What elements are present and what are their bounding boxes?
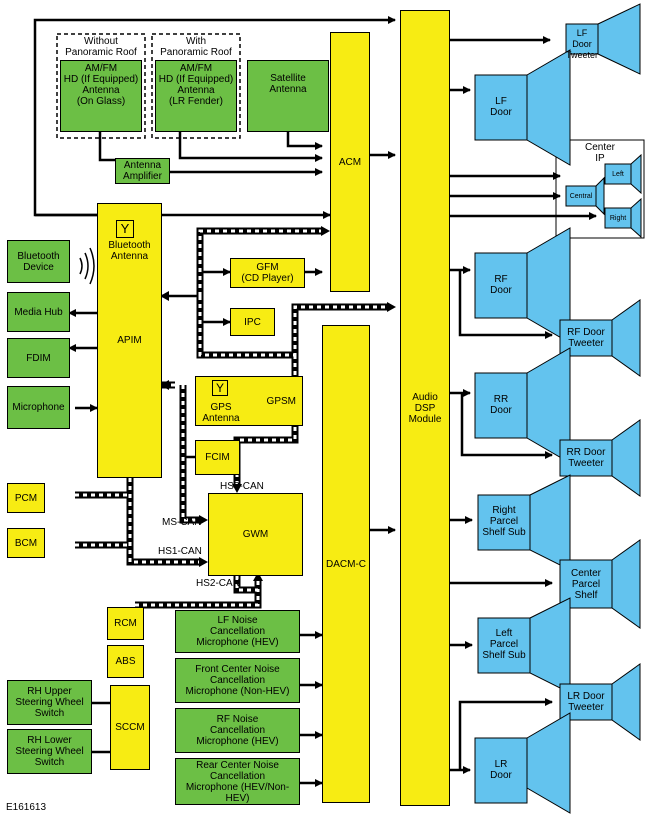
speaker-lf-tweeter: LF Door Tweeter	[566, 28, 599, 60]
bus-label-ms: MS-CAN	[162, 517, 202, 528]
bluetooth-waves-icon	[79, 247, 95, 285]
noise-mic-front-center: Front Center Noise Cancellation Micropho…	[175, 658, 300, 703]
bluetooth-antenna-icon: Y	[116, 220, 134, 238]
center-ip-label: Center IP	[584, 142, 615, 164]
speaker-shapes	[474, 3, 642, 814]
rh-upper-steering-switch: RH Upper Steering Wheel Switch	[7, 680, 92, 725]
speaker-lr-door: LR Door	[490, 759, 512, 781]
antenna-option-label: With Panoramic Roof	[160, 36, 232, 58]
noise-mic-rf: RF Noise Cancellation Microphone (HEV)	[175, 708, 300, 753]
gfm-module: GFM (CD Player)	[230, 258, 305, 288]
am-fm-antenna-glass: AM/FM HD (If Equipped) Antenna (On Glass…	[60, 60, 142, 132]
antenna-amplifier: Antenna Amplifier	[115, 158, 170, 184]
fcim-module: FCIM	[195, 440, 240, 475]
noise-mic-rear-center: Rear Center Noise Cancellation Microphon…	[175, 758, 300, 805]
abs-module: ABS	[107, 645, 144, 678]
speaker-ip-right: Right	[609, 215, 627, 222]
microphone: Microphone	[7, 386, 70, 429]
rh-lower-steering-switch: RH Lower Steering Wheel Switch	[7, 729, 92, 774]
speaker-lr-tweeter: LR Door Tweeter	[567, 691, 605, 713]
speaker-ip-left: Left	[612, 171, 624, 178]
figure-id: E161613	[6, 802, 47, 813]
bus-label-hs3: HS3-CAN	[220, 481, 264, 492]
dacm-c-module: DACM-C	[322, 325, 370, 803]
speaker-rr-tweeter: RR Door Tweeter	[566, 447, 606, 469]
speaker-rr-door: RR Door	[490, 394, 512, 416]
satellite-antenna: Satellite Antenna	[247, 60, 329, 132]
speaker-rf-door: RF Door	[490, 274, 512, 296]
noise-mic-lf: LF Noise Cancellation Microphone (HEV)	[175, 610, 300, 653]
speaker-lf-door: LF Door	[490, 96, 512, 118]
media-hub: Media Hub	[7, 292, 70, 332]
am-fm-antenna-fender: AM/FM HD (If Equipped) Antenna (LR Fende…	[155, 60, 237, 132]
sccm-module: SCCM	[110, 685, 150, 770]
audio-dsp-module: Audio DSP Module	[400, 10, 450, 806]
pcm-module: PCM	[7, 483, 45, 513]
bus-label-hs2: HS2-CAN	[196, 578, 240, 589]
speaker-right-parcel-sub: Right Parcel Shelf Sub	[482, 505, 526, 538]
acm-module: ACM	[330, 32, 370, 292]
speaker-center-parcel-shelf: Center Parcel Shelf	[570, 568, 601, 601]
gwm-module: GWM	[208, 493, 303, 576]
speaker-rf-tweeter: RF Door Tweeter	[567, 327, 605, 349]
gps-antenna-label: GPS Antenna	[202, 402, 240, 424]
rcm-module: RCM	[107, 607, 144, 640]
bluetooth-device: Bluetooth Device	[7, 240, 70, 283]
gpsm-module: GPSM	[195, 376, 303, 426]
gps-antenna-icon: Y	[212, 380, 228, 396]
ipc-module: IPC	[230, 308, 275, 336]
speaker-ip-central: Central	[569, 193, 593, 200]
bcm-module: BCM	[7, 528, 45, 558]
apim-module: APIM	[97, 203, 162, 478]
bus-label-hs1: HS1-CAN	[158, 546, 202, 557]
fdim: FDIM	[7, 338, 70, 378]
antenna-option-label: Without Panoramic Roof	[65, 36, 137, 58]
bluetooth-antenna-label: Bluetooth Antenna	[108, 240, 151, 262]
speaker-left-parcel-sub: Left Parcel Shelf Sub	[482, 628, 526, 661]
